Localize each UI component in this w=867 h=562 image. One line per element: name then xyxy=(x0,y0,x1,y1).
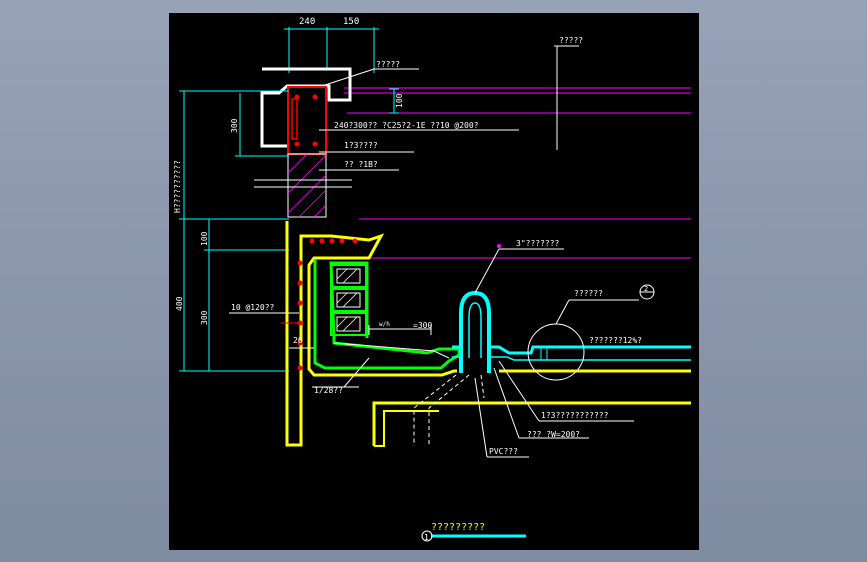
drain-line xyxy=(452,345,691,355)
insulation-blocks xyxy=(330,264,367,336)
reference-lines xyxy=(344,87,691,259)
gutter-rebar xyxy=(297,238,358,371)
note-3-leader xyxy=(474,248,500,294)
dim-100-top: 100 xyxy=(395,93,404,108)
detail-number: 2 xyxy=(644,285,648,293)
left-dimensions xyxy=(179,88,399,372)
dim-150: 150 xyxy=(343,17,359,27)
label-note-3: 3"??????? xyxy=(516,239,560,248)
dim-300-mid: 300 xyxy=(200,310,209,325)
ring-beam xyxy=(287,86,327,155)
drainage-section-drawing: 240 150 ????? xyxy=(173,17,691,542)
white-leader xyxy=(318,68,375,88)
bottom-leaders xyxy=(474,360,634,458)
gutter-slope xyxy=(333,342,450,359)
lower-slab xyxy=(372,401,691,446)
overflow-pipe xyxy=(459,290,491,373)
cad-drawing-area: 240 150 ????? xyxy=(169,13,699,550)
dim-height-h: H?????????? xyxy=(173,160,182,213)
dim-300-hor: =300 xyxy=(413,321,432,330)
coping-block xyxy=(260,67,352,148)
gutter-outline xyxy=(285,221,457,447)
title-number-circle xyxy=(421,530,433,542)
label-top-note: ????? xyxy=(376,60,400,69)
wall-break-lines xyxy=(254,179,352,188)
dim-100-mid: 100 xyxy=(200,231,209,246)
label-rebar: 240?300?? ?C25?2-1E ??10 @200? xyxy=(334,121,479,130)
dim-300-top: 300 xyxy=(230,118,239,133)
pvc-downpipe xyxy=(413,374,485,446)
dim-400: 400 xyxy=(175,296,184,311)
beam-rebar-dots xyxy=(291,94,318,147)
label-mortar-2: ?? ?1B? xyxy=(344,160,378,169)
label-rebar-left: 10 @120?? xyxy=(231,303,275,312)
label-top-right: ????? xyxy=(559,36,583,45)
label-mortar-3: 1?3??????????? xyxy=(541,411,609,420)
label-ratio: 1/28?? xyxy=(314,386,343,395)
brick-wall xyxy=(287,153,327,218)
label-wh: w/h xyxy=(379,321,390,328)
label-pvc: PVC??? xyxy=(489,447,518,456)
dim-240: 240 xyxy=(299,17,315,27)
drawing-title: ????????? xyxy=(431,522,485,533)
label-mortar-1: 1?3???? xyxy=(344,141,378,150)
label-width: ??? ?W=200? xyxy=(527,430,580,439)
label-slope: ???????12%? xyxy=(589,336,642,345)
top-dimension xyxy=(284,27,379,73)
title-number: 1 xyxy=(424,533,429,542)
dim-20: 20 xyxy=(293,336,303,345)
label-detail-ref: ?????? xyxy=(574,289,603,298)
